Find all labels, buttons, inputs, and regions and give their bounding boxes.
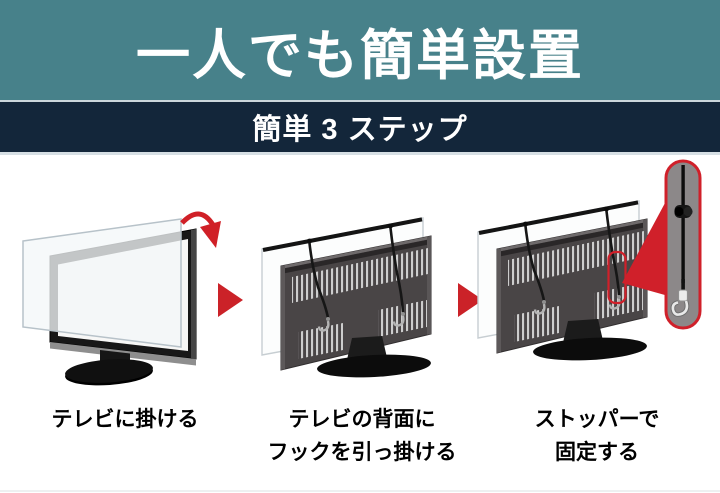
step1-caption: テレビに掛ける	[15, 403, 235, 436]
sub-title: 簡単 3 ステップ	[252, 114, 468, 146]
caption-line: 固定する	[555, 441, 639, 464]
step2-tv-back	[260, 216, 434, 382]
tv-stand-base	[65, 359, 153, 383]
steps-illustration-svg	[22, 159, 702, 386]
page-title: 一人でも簡単設置	[136, 25, 584, 86]
caption-line: テレビの背面に	[288, 408, 436, 431]
caption-line: フックを引っ掛ける	[267, 441, 457, 464]
step-captions: テレビに掛ける テレビの背面に フックを引っ掛ける ストッパーで 固定する	[0, 400, 720, 493]
stopper-icon	[674, 205, 693, 218]
rotate-arrow-icon	[180, 211, 221, 248]
steps-illustration	[0, 155, 720, 400]
caption-line: テレビに掛ける	[51, 408, 199, 431]
step3-tv-back	[476, 159, 702, 365]
step2-caption: テレビの背面に フックを引っ掛ける	[252, 403, 472, 469]
stopper-highlight-box	[607, 250, 627, 305]
step1-tv-front	[22, 211, 221, 386]
stopper-detail-callout	[664, 159, 702, 330]
sub-banner: 簡単 3 ステップ	[0, 102, 720, 152]
caption-line: ストッパーで	[534, 408, 660, 431]
main-banner: 一人でも簡単設置	[0, 0, 720, 100]
divider-line	[0, 100, 720, 102]
divider-line-2	[0, 152, 720, 155]
step-arrow-icon	[218, 283, 243, 317]
step3-caption: ストッパーで 固定する	[487, 403, 707, 469]
zoom-callout-wedge	[622, 190, 672, 297]
hook-icon	[670, 300, 690, 317]
bottom-divider	[0, 490, 720, 492]
clear-protector-panel	[22, 218, 182, 348]
